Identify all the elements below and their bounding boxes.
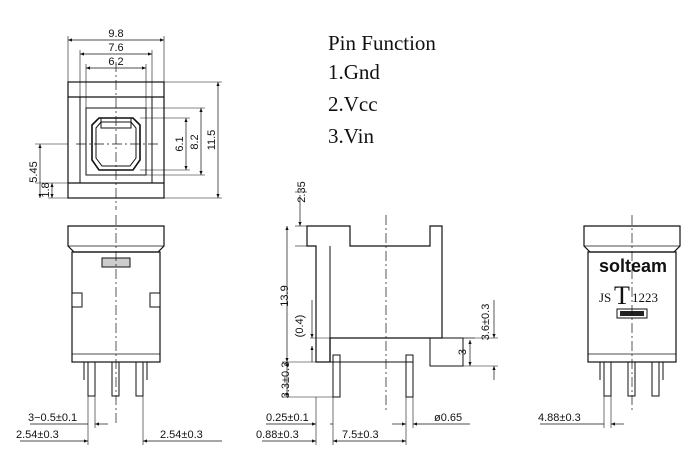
top-dim-h1: 6.1	[174, 136, 186, 151]
top-dim-w2: 7.6	[108, 42, 123, 54]
side-dim-body: 13.9	[279, 285, 291, 306]
side-dim-gap: 0.25±0.1	[266, 412, 309, 424]
brand-logo: solteam	[599, 256, 667, 276]
side-dim-dia: ø0.65	[434, 412, 462, 424]
top-dim-w3: 6.2	[108, 56, 123, 68]
marking-big: T	[614, 281, 630, 310]
top-dim-h3: 11.5	[206, 130, 218, 151]
side-dim-tab: 3	[457, 349, 469, 355]
side-dim-tab-h: 3.6±0.3	[480, 304, 492, 341]
pin-item-2: 2.Vcc	[328, 92, 378, 116]
side-dim-pitch: 7.5±0.3	[342, 429, 379, 441]
side-pin-left	[332, 354, 341, 398]
front-view	[20, 215, 222, 445]
side-dim-pin: 3.3±0.3	[280, 362, 292, 399]
front-pin-3	[135, 361, 144, 397]
side-pin-right	[405, 354, 414, 398]
front-pitch-right: 2.54±0.3	[160, 429, 203, 441]
top-dim-l1: 5.45	[28, 161, 40, 182]
front-pin-2	[111, 361, 120, 397]
back-pin-3	[651, 361, 660, 397]
side-dim-step: (0.4)	[294, 315, 306, 338]
front-pin-spec: 3−0.5±0.1	[28, 412, 77, 424]
pin-function-legend: Pin Function 1.Gnd 2.Vcc 3.Vin	[328, 30, 436, 152]
pin-item-3: 3.Vin	[328, 124, 374, 148]
marking-code: 1223	[632, 290, 658, 305]
marking-prefix: JS	[599, 290, 611, 305]
side-dim-offset: 0.88±0.3	[256, 429, 299, 441]
top-dim-h2: 8.2	[189, 134, 201, 149]
front-pin-1	[87, 361, 96, 397]
back-pin-2	[627, 361, 636, 397]
back-dim-offset: 4.88±0.3	[538, 412, 581, 424]
back-pin-1	[603, 361, 612, 397]
side-view-body	[306, 225, 443, 363]
pin-item-1: 1.Gnd	[328, 60, 380, 84]
top-view	[35, 36, 222, 210]
pin-function-title: Pin Function	[328, 31, 436, 55]
top-dim-w1: 9.8	[108, 28, 123, 40]
side-view	[262, 191, 498, 445]
top-dim-l2: 1.8	[40, 182, 52, 197]
front-pitch-left: 2.54±0.3	[16, 429, 59, 441]
back-view	[540, 215, 681, 428]
side-dim-top: 2.35	[296, 181, 308, 202]
